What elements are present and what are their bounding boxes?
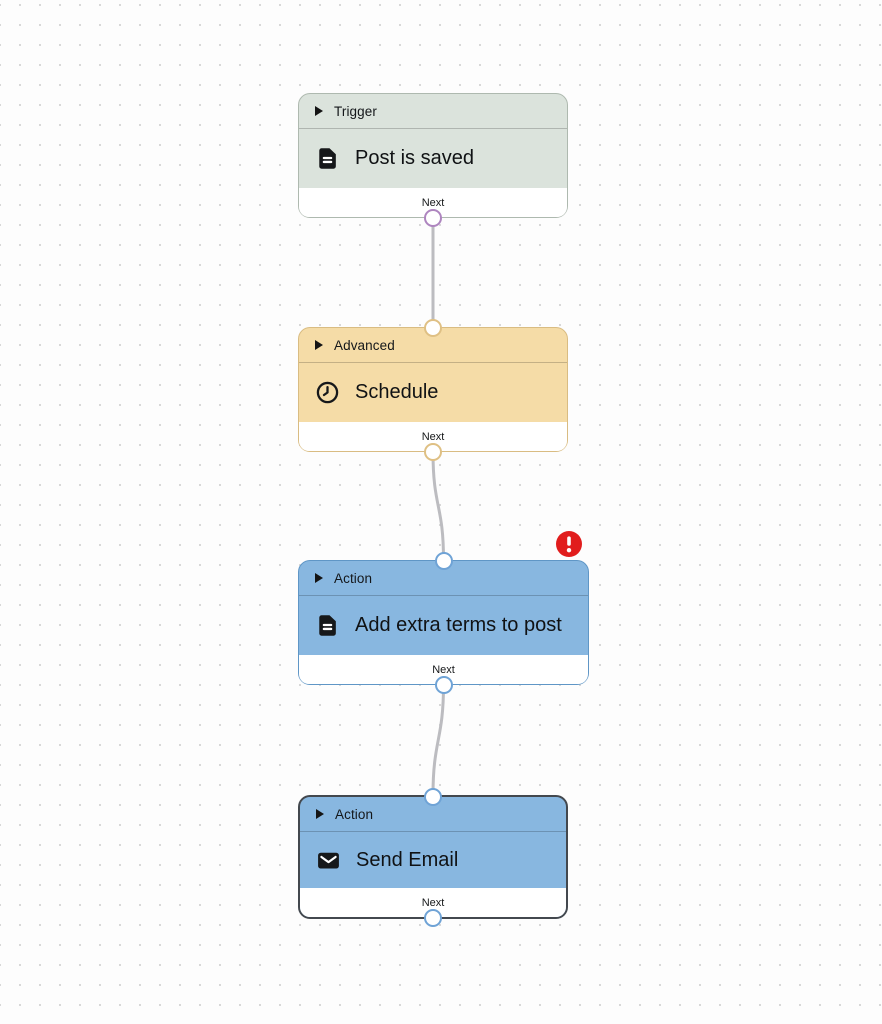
document-icon xyxy=(315,146,340,171)
collapse-arrow-icon[interactable] xyxy=(316,809,324,819)
clock-icon xyxy=(315,380,340,405)
node-category-label: Advanced xyxy=(334,337,395,353)
input-port[interactable] xyxy=(424,318,442,337)
node-title: Post is saved xyxy=(355,147,474,169)
connection-line[interactable] xyxy=(431,683,445,797)
node-category-label: Trigger xyxy=(334,103,377,119)
node-header[interactable]: Trigger xyxy=(299,94,567,129)
node-body[interactable]: Add extra terms to post xyxy=(299,596,588,655)
next-port-label: Next xyxy=(421,896,445,909)
node-trigger-post-is-saved[interactable]: Trigger Post is saved Next xyxy=(298,93,568,227)
next-port-label: Next xyxy=(432,663,455,676)
node-advanced-schedule[interactable]: Advanced Schedule Next xyxy=(298,318,568,461)
node-category-label: Action xyxy=(335,806,374,822)
node-action-add-extra-terms[interactable]: Action Add extra terms to post Next xyxy=(298,531,589,694)
input-port[interactable] xyxy=(424,787,442,806)
node-body[interactable]: Send Email xyxy=(300,832,566,888)
node-header[interactable]: Action xyxy=(300,797,566,832)
node-body[interactable]: Post is saved xyxy=(299,129,567,188)
envelope-icon xyxy=(316,848,341,873)
node-category-label: Action xyxy=(334,570,373,586)
node-action-send-email[interactable]: Action Send Email Next xyxy=(298,787,568,927)
output-port[interactable] xyxy=(424,908,442,927)
node-title: Schedule xyxy=(355,381,439,403)
node-header[interactable]: Advanced xyxy=(299,328,567,363)
node-body[interactable]: Schedule xyxy=(299,363,567,422)
document-icon xyxy=(315,613,340,638)
output-port[interactable] xyxy=(424,442,442,461)
node-header[interactable]: Action xyxy=(299,561,588,596)
collapse-arrow-icon[interactable] xyxy=(315,106,323,116)
node-title: Send Email xyxy=(356,848,459,871)
output-port[interactable] xyxy=(424,208,442,227)
collapse-arrow-icon[interactable] xyxy=(315,340,323,350)
input-port[interactable] xyxy=(434,551,453,570)
connection-line[interactable] xyxy=(431,450,445,562)
node-title: Add extra terms to post xyxy=(355,614,562,636)
collapse-arrow-icon[interactable] xyxy=(315,573,323,583)
next-port-label: Next xyxy=(421,196,445,209)
next-port-label: Next xyxy=(421,430,445,443)
output-port[interactable] xyxy=(434,675,453,694)
error-badge[interactable] xyxy=(556,531,582,557)
exclamation-icon xyxy=(556,531,582,557)
